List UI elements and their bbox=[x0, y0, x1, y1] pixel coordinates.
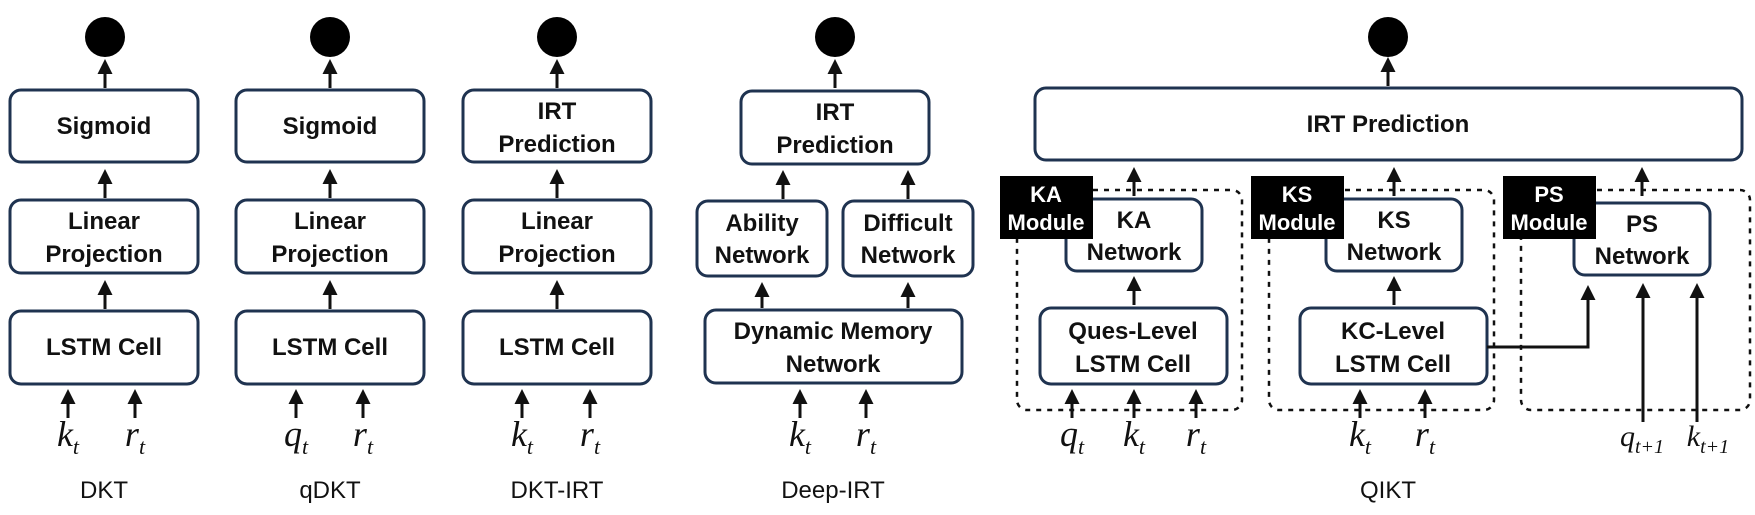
qikt-ks-module-border bbox=[1267, 188, 1496, 412]
dkt-lstm-label: LSTM Cell bbox=[46, 334, 162, 361]
deepirt-ability-label-1: Ability bbox=[725, 210, 799, 237]
dktirt-caption: DKT-IRT bbox=[511, 477, 604, 504]
dktirt-irt-box bbox=[461, 88, 653, 164]
dktirt-input-r: rt bbox=[580, 414, 601, 459]
deepirt-memory-label-2: Network bbox=[786, 351, 881, 378]
dktirt-input-k: kt bbox=[511, 414, 534, 459]
qikt-caption: QIKT bbox=[1360, 477, 1416, 504]
deepirt-ability-box bbox=[695, 199, 829, 278]
qdkt-lstm-box bbox=[234, 309, 426, 386]
dkt-linear-label-1: Linear bbox=[68, 208, 140, 235]
deepirt-output-node bbox=[815, 17, 855, 57]
qikt-irt-label: IRT Prediction bbox=[1307, 111, 1470, 138]
dktirt-linear-label-1: Linear bbox=[521, 208, 593, 235]
qdkt-caption: qDKT bbox=[299, 477, 361, 504]
qikt-ks-network-label-1: KS bbox=[1377, 207, 1410, 234]
deepirt-irt-label-2: Prediction bbox=[776, 132, 893, 159]
qikt-kc-lstm-label-2: LSTM Cell bbox=[1335, 351, 1451, 378]
qikt-ka-network-label-2: Network bbox=[1087, 239, 1182, 266]
dkt-linear-box bbox=[8, 198, 200, 275]
deepirt-ability-label-2: Network bbox=[715, 242, 810, 269]
qdkt-model: Sigmoid Linear Projection LSTM Cell qt r… bbox=[234, 17, 426, 504]
qikt-ques-lstm-box bbox=[1038, 306, 1229, 386]
qikt-output-node bbox=[1368, 17, 1408, 57]
dktirt-output-node bbox=[537, 17, 577, 57]
qdkt-input-q: qt bbox=[284, 414, 309, 459]
deepirt-input-k: kt bbox=[789, 414, 812, 459]
dktirt-irt-label-1: IRT bbox=[538, 98, 577, 125]
qikt-ka-module-label-1: KA bbox=[1030, 182, 1062, 207]
qikt-ks-module-tag bbox=[1251, 176, 1344, 239]
qikt-ps-module-label-2: Module bbox=[1511, 210, 1588, 235]
deepirt-irt-box bbox=[739, 89, 931, 166]
qikt-ks-input-k: kt bbox=[1349, 414, 1372, 459]
deepirt-memory-label-1: Dynamic Memory bbox=[734, 318, 933, 345]
dkt-input-k: kt bbox=[57, 414, 80, 459]
deepirt-memory-box bbox=[703, 308, 964, 385]
dktirt-linear-label-2: Projection bbox=[498, 241, 615, 268]
qikt-ks-input-r: rt bbox=[1415, 414, 1436, 459]
deepirt-difficult-label-2: Network bbox=[861, 242, 956, 269]
qikt-input-k: kt bbox=[1123, 414, 1146, 459]
dktirt-lstm-label: LSTM Cell bbox=[499, 334, 615, 361]
qikt-ps-module-label-1: PS bbox=[1534, 182, 1563, 207]
qikt-input-q: qt bbox=[1060, 414, 1085, 459]
dkt-sigmoid-label: Sigmoid bbox=[57, 113, 152, 140]
qikt-irt-box bbox=[1033, 86, 1744, 162]
qikt-ka-network-label-1: KA bbox=[1117, 207, 1152, 234]
dkt-model: Sigmoid Linear Projection LSTM Cell kt r… bbox=[8, 17, 200, 504]
qikt-ps-input-k: kt+1 bbox=[1687, 420, 1729, 458]
dkt-sigmoid-box bbox=[8, 88, 200, 164]
deepirt-irt-label-1: IRT bbox=[816, 99, 855, 126]
deepirt-input-r: rt bbox=[856, 414, 877, 459]
qikt-ques-lstm-label-1: Ques-Level bbox=[1068, 318, 1197, 345]
qikt-ks-module-label-2: Module bbox=[1259, 210, 1336, 235]
dkt-output-node bbox=[85, 17, 125, 57]
qikt-arrow-kc-ps bbox=[1487, 285, 1596, 349]
qikt-ks-module-label-1: KS bbox=[1282, 182, 1313, 207]
deepirt-caption: Deep-IRT bbox=[781, 477, 885, 504]
qikt-ka-module-border bbox=[1015, 188, 1244, 412]
qikt-kc-lstm-label-1: KC-Level bbox=[1341, 318, 1445, 345]
dkt-input-r: rt bbox=[125, 414, 146, 459]
dkt-linear-label-2: Projection bbox=[45, 241, 162, 268]
dktirt-lstm-box bbox=[461, 309, 653, 386]
qikt-ks-network-label-2: Network bbox=[1347, 239, 1442, 266]
qdkt-output-node bbox=[310, 17, 350, 57]
dkt-caption: DKT bbox=[80, 477, 128, 504]
qdkt-linear-label-1: Linear bbox=[294, 208, 366, 235]
deepirt-difficult-box bbox=[841, 199, 975, 278]
dktirt-linear-box bbox=[461, 198, 653, 275]
dktirt-model: IRT Prediction Linear Projection LSTM Ce… bbox=[461, 17, 653, 504]
dktirt-irt-label-2: Prediction bbox=[498, 131, 615, 158]
qikt-ka-module-label-2: Module bbox=[1008, 210, 1085, 235]
deepirt-model: IRT Prediction Ability Network Difficult… bbox=[695, 17, 975, 504]
qikt-ka-module-tag bbox=[1000, 176, 1093, 239]
deepirt-difficult-label-1: Difficult bbox=[863, 210, 952, 237]
qikt-model: IRT Prediction KA Network KA Module Ques… bbox=[1000, 17, 1752, 504]
qikt-ps-network-label-1: PS bbox=[1626, 211, 1658, 238]
qikt-ques-lstm-label-2: LSTM Cell bbox=[1075, 351, 1191, 378]
qdkt-sigmoid-box bbox=[234, 88, 426, 164]
qikt-ps-input-q: qt+1 bbox=[1620, 420, 1664, 458]
dkt-lstm-box bbox=[8, 309, 200, 386]
qikt-ps-module-tag bbox=[1503, 176, 1596, 239]
qdkt-lstm-label: LSTM Cell bbox=[272, 334, 388, 361]
qdkt-input-r: rt bbox=[353, 414, 374, 459]
qikt-ps-network-label-2: Network bbox=[1595, 243, 1690, 270]
qikt-input-r: rt bbox=[1186, 414, 1207, 459]
qdkt-linear-box bbox=[234, 198, 426, 275]
qdkt-linear-label-2: Projection bbox=[271, 241, 388, 268]
qdkt-sigmoid-label: Sigmoid bbox=[283, 113, 378, 140]
